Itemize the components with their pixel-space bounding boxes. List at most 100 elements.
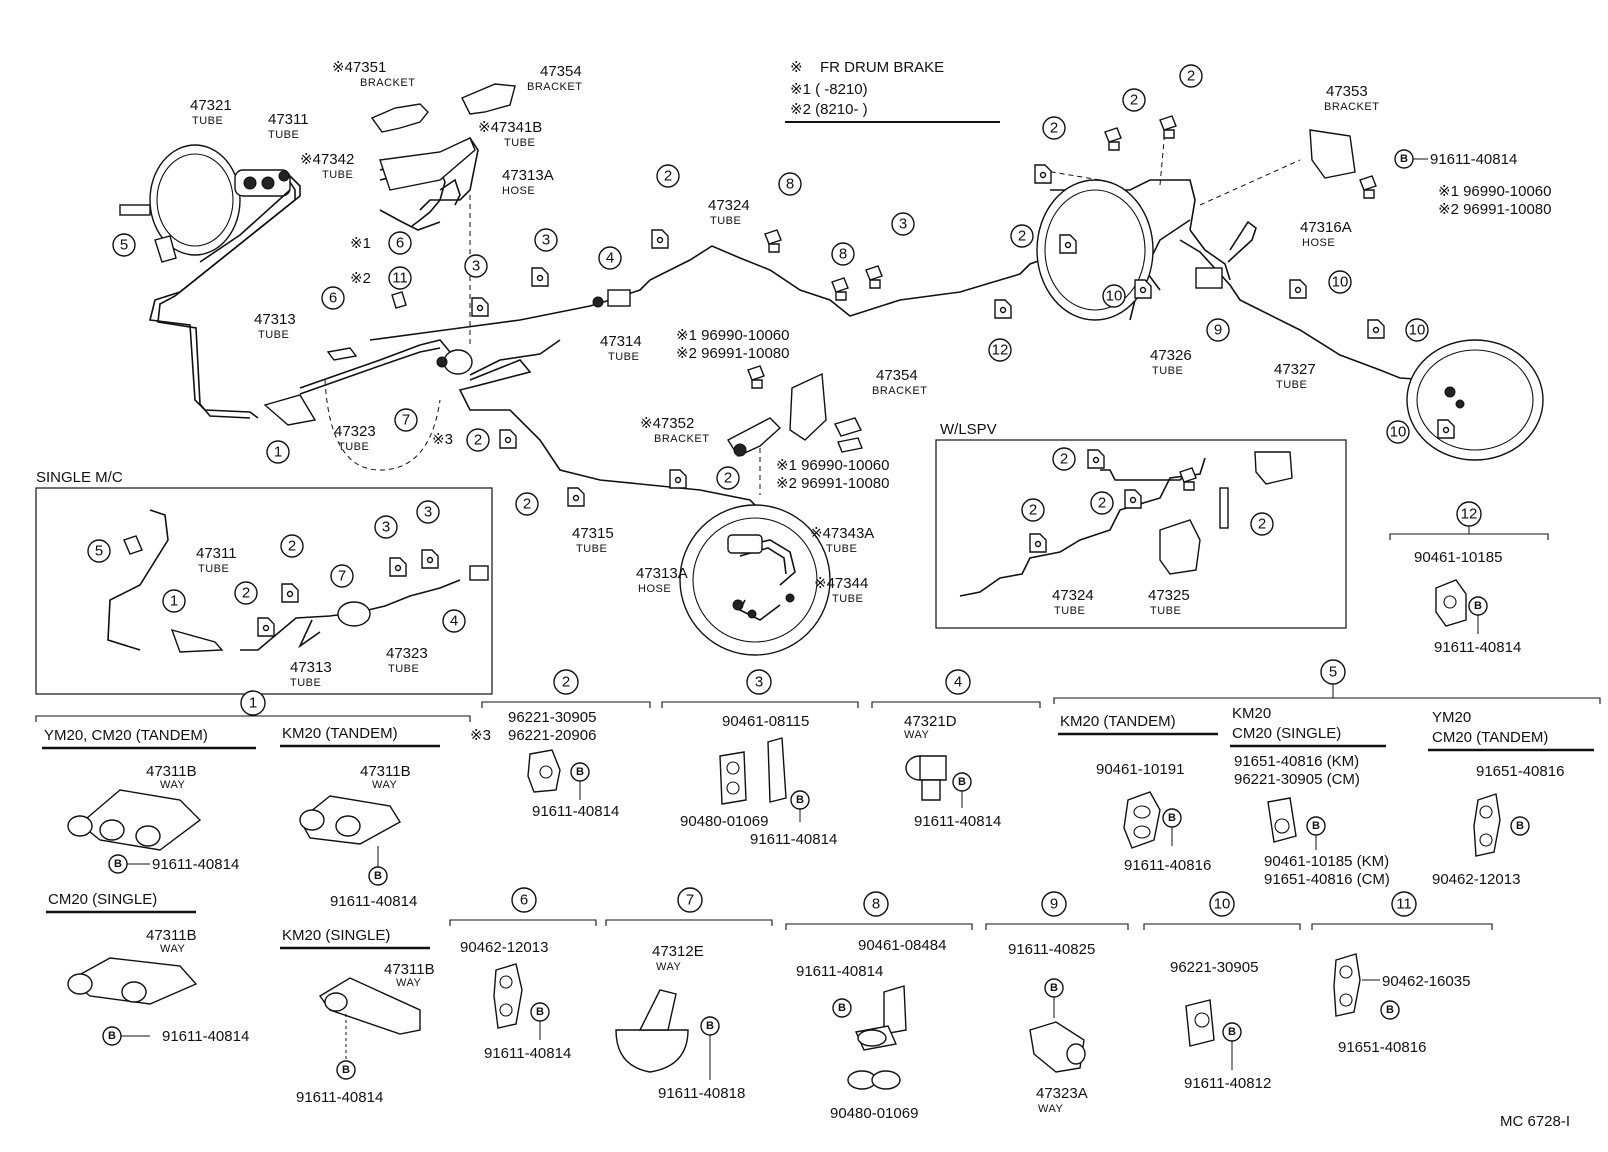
svg-text:B: B: [108, 1030, 116, 1042]
svg-text:3: 3: [424, 504, 432, 521]
single-mc-inset: SINGLE M/C 5 1 2 2 7 3 3 4 47311 TUBE 47…: [35, 469, 493, 695]
label-47354a: 47354: [540, 63, 582, 80]
label-47313-sub: TUBE: [258, 329, 289, 341]
svg-text:9: 9: [1050, 896, 1058, 913]
svg-text:3: 3: [755, 674, 763, 691]
svg-text:B: B: [374, 870, 382, 882]
svg-text:3: 3: [899, 216, 907, 233]
group-8-detail: 8 90461-08484 91611-40814 B 90480-01069: [785, 891, 973, 1122]
g10-pn1: 96221-30905: [1170, 959, 1258, 976]
g7-sub: WAY: [656, 961, 681, 973]
label-47313: 47313: [254, 311, 296, 328]
label-47313a-top-sub: HOSE: [502, 185, 535, 197]
main-small-parts: [154, 83, 1455, 507]
svg-text:2: 2: [1258, 516, 1266, 533]
label-47327: 47327: [1274, 361, 1316, 378]
svg-text:2: 2: [562, 674, 570, 691]
label-47343a-sub: TUBE: [826, 543, 857, 555]
svg-text:10: 10: [1409, 322, 1426, 339]
svg-text:B: B: [1474, 600, 1482, 612]
g5-header2a: KM20: [1232, 705, 1271, 722]
group-7-detail: 7 47312E WAY B 91611-40818: [605, 887, 773, 1102]
svg-text:B: B: [1516, 820, 1524, 832]
wl-label-47325: 47325: [1148, 587, 1190, 604]
svg-text:※1: ※1: [350, 235, 371, 252]
label-pn-s2-low: ※2 96991-10080: [776, 475, 890, 492]
group-11-detail: 11 90462-16035 B 91651-40816: [1311, 891, 1493, 1056]
note-mark: ※: [790, 59, 803, 76]
svg-text:12: 12: [992, 342, 1009, 359]
svg-text:4: 4: [606, 250, 614, 267]
svg-text:8: 8: [872, 896, 880, 913]
front-drum: [679, 504, 831, 656]
group-12-detail: 12 90461-10185 B 91611-40814: [1389, 501, 1549, 656]
g2-pn1: 96221-30905: [508, 709, 596, 726]
brake-booster: [119, 144, 291, 256]
label-47353: 47353: [1326, 83, 1368, 100]
note-line2: ※2 (8210- ): [790, 101, 868, 118]
svg-text:1: 1: [249, 695, 257, 712]
label-47324-sub: TUBE: [710, 215, 741, 227]
smc-label-47311-sub: TUBE: [198, 563, 229, 575]
svg-text:6: 6: [329, 290, 337, 307]
g5-header3a: YM20: [1432, 709, 1471, 726]
svg-text:7: 7: [686, 892, 694, 909]
leader-dashed-c: [1199, 159, 1301, 206]
group-10-detail: 10 96221-30905 B 91611-40812: [1143, 891, 1301, 1092]
label-47323-sub: TUBE: [338, 441, 369, 453]
label-47315-sub: TUBE: [576, 543, 607, 555]
g4-b: 91611-40814: [914, 813, 1001, 830]
label-47344: ※47344: [814, 575, 868, 592]
svg-text:8: 8: [786, 176, 794, 193]
label-47354a-sub: BRACKET: [527, 81, 582, 93]
g5-a-pn: 90461-10191: [1096, 761, 1184, 778]
svg-text:47311B: 47311B: [384, 961, 435, 978]
svg-text:11: 11: [392, 270, 408, 287]
svg-text:WAY: WAY: [396, 977, 421, 989]
label-pn-s1-low: ※1 96990-10060: [776, 457, 890, 474]
label-47352-sub: BRACKET: [654, 433, 709, 445]
svg-text:B: B: [1386, 1004, 1394, 1016]
w-lspv-inset: W/LSPV 2 2 2 2 47324 TUBE 47325 TUBE: [935, 421, 1347, 629]
svg-text:2: 2: [474, 432, 482, 449]
wl-label-47324-sub: TUBE: [1054, 605, 1085, 617]
label-47326: 47326: [1150, 347, 1192, 364]
svg-text:2: 2: [1187, 68, 1195, 85]
svg-text:2: 2: [664, 168, 672, 185]
label-47351: ※47351: [332, 59, 386, 76]
svg-text:1: 1: [170, 593, 178, 610]
g1-header1: YM20, CM20 (TANDEM): [44, 727, 208, 744]
group-9-detail: 9 91611-40825 B 47323A WAY: [985, 891, 1129, 1115]
svg-text:10: 10: [1106, 288, 1123, 305]
label-pn-s1-top: ※1 96990-10060: [1438, 183, 1552, 200]
g5-b-pn4: 91651-40816 (CM): [1264, 871, 1390, 888]
label-47313a-low-sub: HOSE: [638, 583, 671, 595]
g9-sub: WAY: [1038, 1103, 1063, 1115]
g5-a-b: 91611-40816: [1124, 857, 1211, 874]
note-title: FR DRUM BRAKE: [820, 59, 944, 76]
svg-text:2: 2: [1060, 451, 1068, 468]
svg-text:2: 2: [1050, 120, 1058, 137]
g11-b: 91651-40816: [1338, 1039, 1426, 1056]
g12-pn2: 91611-40814: [1434, 639, 1521, 656]
group-1-detail: 1 YM20, CM20 (TANDEM) KM20 (TANDEM) 4731…: [35, 690, 471, 1106]
g5-header1: KM20 (TANDEM): [1060, 713, 1176, 730]
g3-pn2: 90480-01069: [680, 813, 768, 830]
svg-text:47311B: 47311B: [146, 927, 197, 944]
label-47342: ※47342: [300, 151, 354, 168]
group-6-detail: 6 90462-12013 B 91611-40814: [449, 887, 597, 1062]
label-47327-sub: TUBE: [1276, 379, 1307, 391]
g4-sub: WAY: [904, 729, 929, 741]
svg-text:6: 6: [520, 892, 528, 909]
group-3-detail: 3 90461-08115 B 90480-01069 91611-40814: [661, 669, 859, 848]
label-47351-sub: BRACKET: [360, 77, 415, 89]
g8-pn1: 90461-08484: [858, 937, 946, 954]
label-mark3: ※3: [432, 431, 453, 448]
wl-label-47325-sub: TUBE: [1150, 605, 1181, 617]
group-4-detail: 4 47321D WAY B 91611-40814: [871, 669, 1041, 830]
label-47324: 47324: [708, 197, 750, 214]
g1-b3: 91611-40814: [162, 1028, 249, 1045]
rear-drums: [1036, 179, 1544, 461]
g1-header2: KM20 (TANDEM): [282, 725, 398, 742]
